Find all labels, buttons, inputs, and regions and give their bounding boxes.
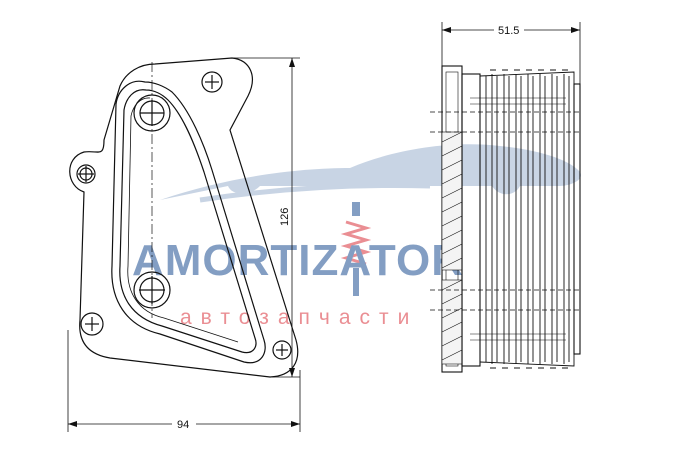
dimension-height <box>232 57 300 378</box>
car-swoosh-icon <box>160 144 581 200</box>
bolt-hole-bottom-left <box>80 312 104 336</box>
shock-absorber-icon <box>340 202 372 296</box>
bolt-hole-bottom-right <box>272 340 292 360</box>
flow-channels <box>470 97 566 341</box>
watermark-tagline: автозапчасти <box>180 306 418 329</box>
gasket-outer <box>111 80 266 364</box>
gasket-inner <box>119 89 257 354</box>
hatched-section <box>441 131 463 365</box>
cooler-plates <box>479 69 575 369</box>
hidden-lines <box>430 111 580 311</box>
bolt-hole-left <box>76 164 96 184</box>
side-view <box>441 65 581 373</box>
dimension-width-label: 94 <box>177 419 189 431</box>
watermark: AMORTIZATOR автозапчасти <box>132 144 581 329</box>
bolt-hole-top-right <box>201 71 223 93</box>
dimension-depth-label: 51.5 <box>498 25 519 37</box>
dimension-height-label: 126 <box>279 208 291 226</box>
watermark-brand: AMORTIZATOR <box>132 236 464 285</box>
front-view <box>69 57 299 378</box>
flange-outline <box>69 57 299 378</box>
